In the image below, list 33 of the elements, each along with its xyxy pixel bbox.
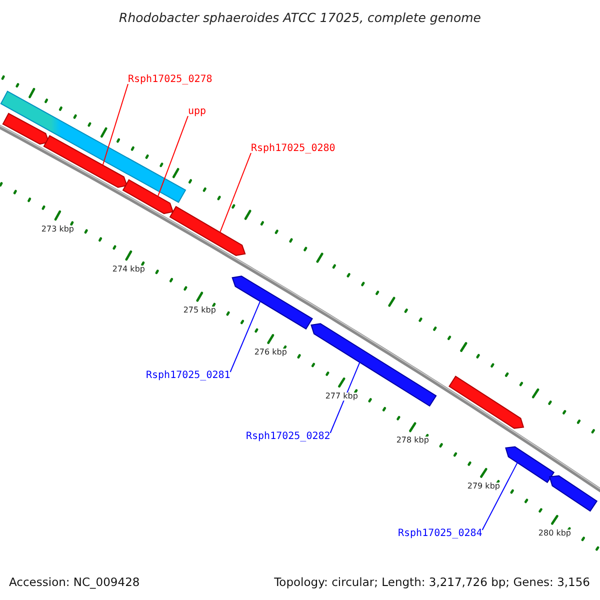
leader-line	[157, 116, 188, 197]
feature-bar	[0, 90, 186, 203]
tick-label: 274 kbp	[111, 265, 146, 274]
gene-label: Rsph17025_0280	[251, 143, 336, 154]
leader-line	[230, 300, 261, 372]
gene-feature	[448, 376, 524, 429]
accession-text: Accession: NC_009428	[9, 576, 140, 589]
gene-label: Rsph17025_0282	[246, 431, 330, 442]
gene-feature	[122, 179, 174, 214]
gene-label: Rsph17025_0281	[146, 370, 230, 381]
gene-label: Rsph17025_0278	[128, 74, 212, 85]
gene-feature	[2, 112, 50, 145]
gene-label: upp	[188, 106, 206, 117]
gene-feature	[43, 135, 128, 188]
leader-line	[220, 152, 252, 233]
genome-stats-text: Topology: circular; Length: 3,217,726 bp; Genes: 3,156	[274, 576, 590, 589]
map-title: Rhodobacter sphaeroides ATCC 17025, complete genome	[118, 11, 482, 25]
gene-feature	[169, 206, 246, 256]
tick-label: 276 kbp	[253, 348, 288, 358]
gene-feature	[310, 323, 437, 407]
leader-line	[482, 462, 518, 530]
tick-label: 280 kbp	[537, 529, 572, 538]
leader-line	[330, 362, 360, 434]
tick-label: 275 kbp	[182, 306, 217, 316]
tick-label: 279 kbp	[466, 482, 501, 492]
tick-label: 277 kbp	[324, 392, 359, 401]
gene-label: Rsph17025_0284	[398, 528, 482, 539]
gene-feature	[505, 446, 555, 484]
gene-feature	[548, 475, 598, 512]
gene-feature	[232, 276, 313, 330]
leader-line	[102, 84, 128, 166]
tick-label: 273 kbp	[40, 225, 75, 234]
tick-label: 278 kbp	[395, 436, 430, 446]
